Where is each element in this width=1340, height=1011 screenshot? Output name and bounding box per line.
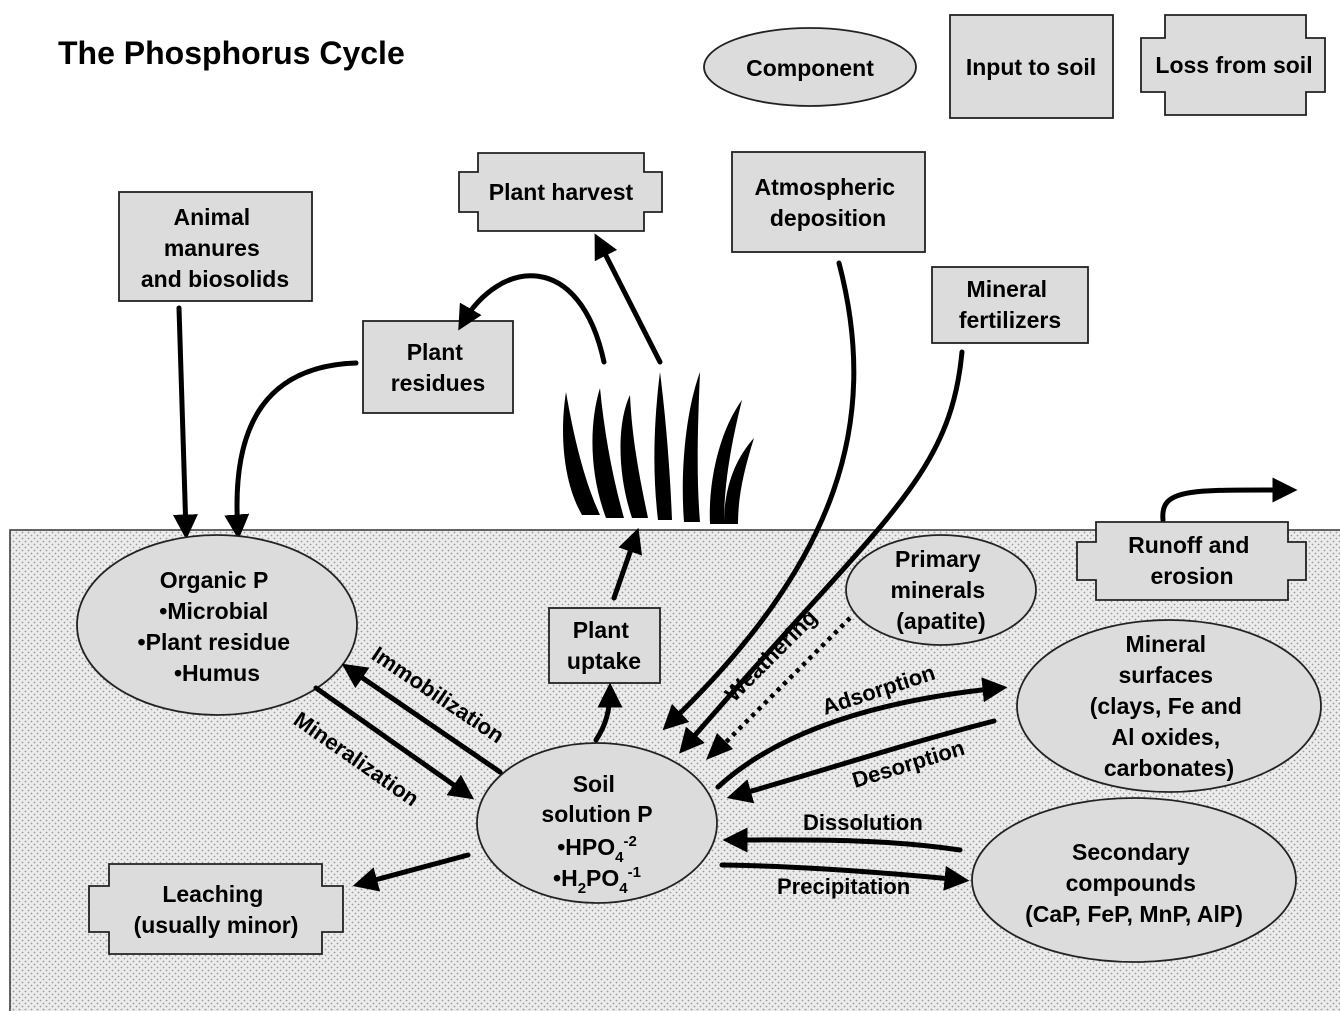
secondary-compounds-label: Secondary compounds (CaP, FeP, MnP, AlP)	[1025, 839, 1243, 927]
legend-loss-shape	[1140, 14, 1326, 116]
soil-solution-node	[476, 742, 718, 904]
precipitation-label: Precipitation	[777, 874, 910, 899]
mineral-surfaces-label: Mineral surfaces (clays, Fe and Al oxide…	[1090, 631, 1249, 781]
legend-loss-label: Loss from soil	[1155, 52, 1312, 78]
legend-input-label: Input to soil	[966, 54, 1096, 80]
leaching-arrow	[352, 852, 471, 892]
legend-component-shape	[703, 27, 917, 107]
mineral-fertilizers-label: Mineral fertilizers	[959, 276, 1061, 333]
atmospheric-deposition-box	[731, 151, 926, 253]
mineral-surfaces-node	[1016, 619, 1322, 793]
legend: Component Input to soil Loss from soil	[703, 14, 1326, 119]
residues-to-organic-arrow	[224, 360, 359, 540]
h2po4-formula: •H2PO4-1	[553, 864, 641, 897]
weathering-arrowhead	[706, 733, 733, 760]
diagram-title: The Phosphorus Cycle	[58, 35, 405, 71]
precipitation-arrow	[719, 862, 970, 891]
desorption-arrow	[726, 718, 997, 804]
mineralization-arrow	[313, 685, 475, 800]
organic-p-label: Organic P •Microbial •Plant residue •Hum…	[138, 567, 297, 686]
soil-solution-label: Soil solution P	[541, 771, 652, 827]
primary-minerals-node	[845, 534, 1037, 646]
dissolution-label: Dissolution	[803, 810, 923, 835]
leaching-box	[88, 863, 344, 955]
leaching-label: Leaching (usually minor)	[134, 881, 299, 938]
plant-uptake-label: Plant uptake	[567, 617, 641, 674]
mineral-fertilizers-box	[931, 266, 1089, 344]
fertilizers-to-solution-arrow	[679, 349, 965, 754]
atmospheric-deposition-label: Atmospheric deposition	[755, 174, 902, 231]
legend-component-label: Component	[746, 55, 874, 81]
plant-to-harvest-arrow	[594, 233, 663, 365]
atmospheric-to-solution-arrow	[662, 260, 857, 731]
hpo4-formula: •HPO4-2	[557, 833, 637, 866]
immobilization-arrow	[341, 663, 503, 775]
primary-minerals-label: Primary minerals (apatite)	[891, 546, 992, 634]
dissolution-arrow	[722, 827, 963, 853]
runoff-erosion-box	[1076, 521, 1307, 601]
weathering-arrow	[724, 616, 852, 744]
runoff-loss-arrow	[1160, 477, 1298, 523]
manure-to-organic-arrow	[172, 305, 198, 540]
plant-residues-label: Plant residues	[391, 339, 486, 396]
animal-manures-label: Animal manures and biosolids	[141, 204, 289, 292]
uptake-to-plant-arrow	[611, 527, 643, 601]
legend-input-shape	[949, 14, 1114, 119]
secondary-compounds-node	[971, 797, 1297, 963]
organic-p-node	[76, 534, 358, 716]
adsorption-arrow	[715, 677, 1008, 790]
plant-uptake-box	[548, 607, 661, 684]
solution-to-uptake-arrow	[593, 682, 623, 743]
animal-manures-box	[118, 191, 313, 302]
plant-residues-box	[362, 320, 514, 414]
plant-to-residues-arrow	[458, 273, 607, 365]
plant-harvest-label: Plant harvest	[489, 179, 634, 205]
plant-grass-icon	[563, 372, 754, 524]
runoff-erosion-label: Runoff and erosion	[1128, 532, 1256, 589]
plant-harvest-box	[458, 152, 663, 232]
